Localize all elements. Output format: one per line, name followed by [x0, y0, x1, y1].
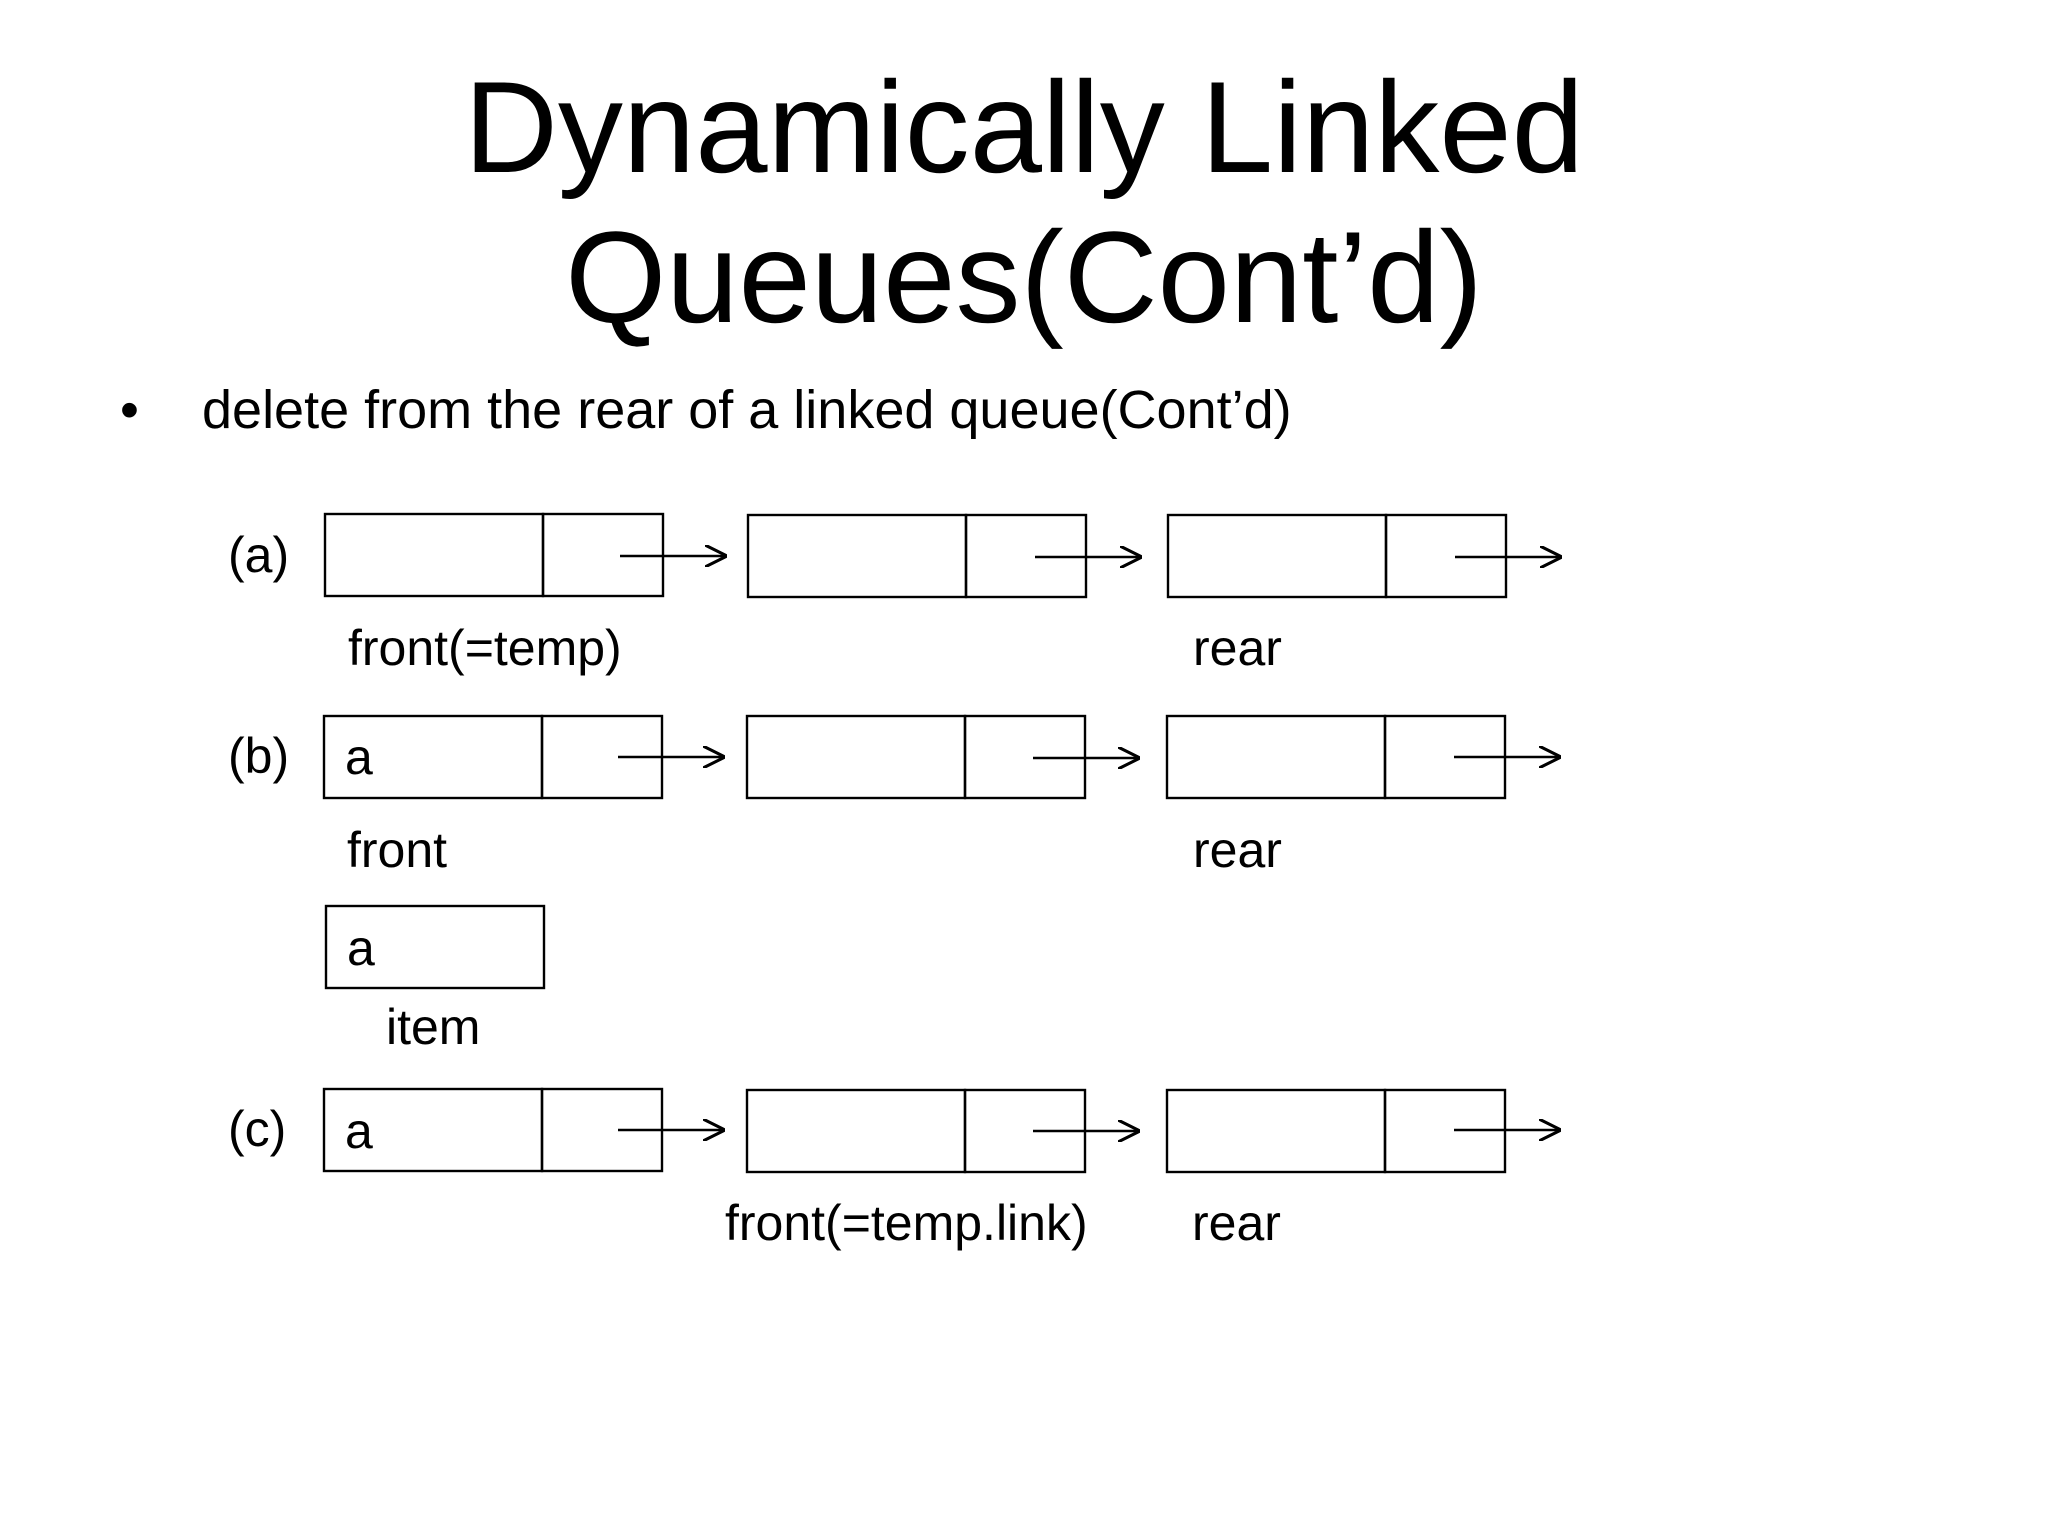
item-caption: item — [386, 999, 480, 1055]
node-data-cell — [1165, 1088, 1387, 1174]
item-cell — [324, 904, 546, 990]
node-data-cell — [745, 1088, 967, 1174]
slide-title: Dynamically Linked Queues(Cont’d) — [0, 52, 2048, 352]
row-c: (c) a front(=temp.link) rear — [228, 1087, 1561, 1251]
item-box: a item — [324, 904, 546, 1055]
item-value: a — [347, 920, 375, 976]
row-b: (b) a front rear — [228, 714, 1561, 878]
node-value: a — [345, 1103, 373, 1159]
row-c-node-1: a — [322, 1087, 664, 1173]
slide-title-line1: Dynamically Linked — [464, 54, 1584, 200]
node-data-cell — [1166, 513, 1388, 599]
row-c-rear-label: rear — [1192, 1195, 1281, 1251]
row-c-front-label: front(=temp.link) — [725, 1195, 1088, 1251]
row-a-front-label: front(=temp) — [348, 620, 622, 676]
node-value: a — [345, 729, 373, 785]
node-data-cell — [323, 512, 545, 598]
bullet-dot-icon: • — [120, 380, 139, 440]
node-data-cell — [745, 714, 967, 800]
row-a-rear-label: rear — [1193, 620, 1282, 676]
bullet-text: delete from the rear of a linked queue(C… — [202, 380, 1292, 440]
row-a: (a) front(=temp) rear — [228, 512, 1562, 676]
node-data-cell — [1165, 714, 1387, 800]
row-c-label: (c) — [228, 1101, 286, 1157]
row-a-node-1 — [323, 512, 665, 598]
row-b-node-1: a — [322, 714, 664, 800]
row-b-label: (b) — [228, 728, 289, 784]
slide-title-line2: Queues(Cont’d) — [565, 204, 1483, 350]
row-b-front-label: front — [347, 822, 447, 878]
row-a-label: (a) — [228, 527, 289, 583]
row-b-rear-label: rear — [1193, 822, 1282, 878]
bullet-item: • delete from the rear of a linked queue(… — [120, 378, 1292, 442]
node-data-cell — [746, 513, 968, 599]
